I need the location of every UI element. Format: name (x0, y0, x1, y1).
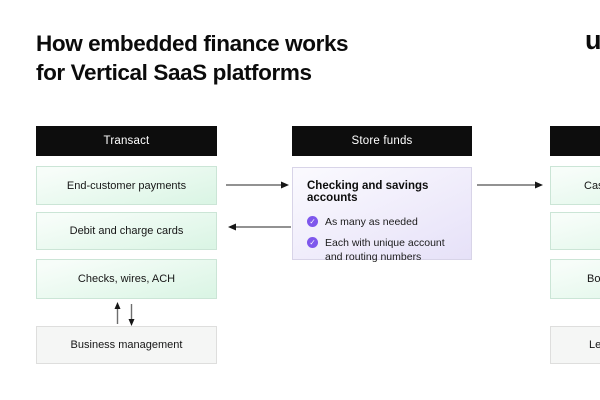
page-title: How embedded finance works for Vertical … (36, 30, 349, 87)
card-title: Checking and savings accounts (307, 180, 429, 204)
arrow-right-transact-to-store-icon (226, 181, 289, 189)
flow-node-cutoff-1: Cas (550, 166, 600, 205)
flow-node-business-management: Business management (36, 326, 217, 364)
bullet-text: As many as needed (325, 216, 418, 228)
bullet-text: Each with unique account and routing num… (325, 237, 445, 263)
column-header-store-funds: Store funds (292, 126, 472, 156)
flow-node-cutoff-3: Bo (550, 259, 600, 299)
flow-node-cutoff-2 (550, 212, 600, 250)
flow-node-label: Checks, wires, ACH (77, 273, 176, 285)
flow-node-cutoff-4: Le (550, 326, 600, 364)
arrow-right-store-to-third-icon (477, 181, 543, 189)
flow-card-checking-savings: Checking and savings accounts ✓ As many … (292, 167, 472, 263)
flow-node-label: Business management (70, 339, 183, 351)
column-header-transact: Transact (36, 126, 217, 156)
brand-logo-partial: u (585, 25, 600, 55)
column-header-third-cutoff (550, 126, 600, 156)
card-bullet: ✓ As many as needed (307, 215, 461, 229)
flow-node-label: Debit and charge cards (69, 225, 184, 237)
page-title-line2: for Vertical SaaS platforms (36, 59, 312, 85)
flow-node-debit-charge-cards: Debit and charge cards (36, 212, 217, 250)
flow-node-end-customer-payments: End-customer payments (36, 166, 217, 205)
flow-node-label: Cas (584, 179, 600, 192)
card-bullet: ✓ Each with unique account and routing n… (307, 236, 461, 264)
arrow-left-store-to-transact-icon (228, 223, 291, 231)
page-title-line1: How embedded finance works (36, 31, 349, 56)
flow-node-label: Bo (587, 273, 600, 285)
check-icon: ✓ (307, 237, 318, 248)
flow-node-label: End-customer payments (66, 179, 187, 192)
flow-node-label: Le (589, 339, 600, 351)
arrow-up-icon (114, 302, 135, 326)
flow-node-checks-wires-ach: Checks, wires, ACH (36, 259, 217, 299)
check-icon: ✓ (307, 216, 318, 227)
